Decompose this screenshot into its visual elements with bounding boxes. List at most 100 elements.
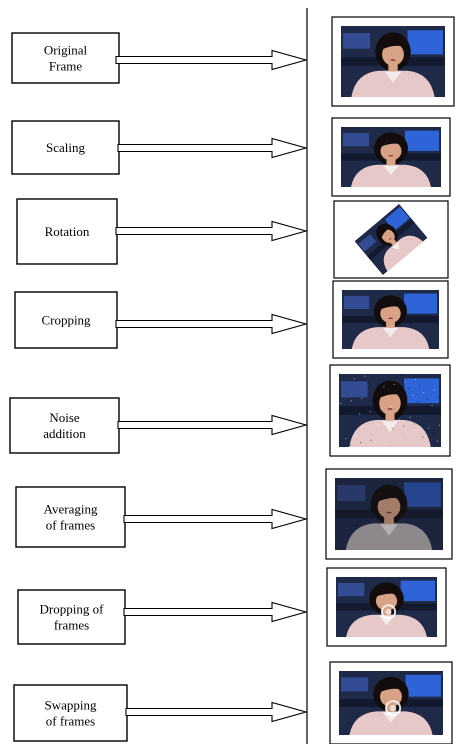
anchor-mouth bbox=[388, 155, 394, 157]
label-box bbox=[9, 397, 120, 454]
anchor-fringe bbox=[374, 590, 400, 598]
noise-speck bbox=[377, 424, 380, 426]
anchor-jacket bbox=[349, 419, 431, 447]
anchor-fringe bbox=[376, 494, 404, 503]
noise-speck bbox=[428, 427, 430, 429]
noise-speck bbox=[344, 409, 346, 411]
noise-speck bbox=[368, 382, 370, 384]
noise-speck bbox=[427, 398, 429, 400]
noise-speck bbox=[380, 408, 382, 410]
video-frame-thumbnail bbox=[341, 127, 441, 187]
video-frame-thumbnail bbox=[342, 290, 439, 349]
studio-panel bbox=[338, 583, 365, 597]
noise-speck bbox=[369, 410, 371, 413]
label-text: of frames bbox=[46, 714, 95, 729]
anchor-jacket bbox=[383, 235, 423, 272]
noise-speck bbox=[370, 439, 372, 441]
anchor-face bbox=[380, 304, 401, 324]
studio-screen bbox=[407, 30, 443, 55]
anchor-face bbox=[381, 229, 395, 243]
noise-speck bbox=[409, 416, 411, 418]
right-arrow-icon bbox=[125, 701, 309, 723]
anchor-collar bbox=[383, 165, 399, 175]
label-box bbox=[16, 198, 118, 265]
noise-speck bbox=[437, 396, 440, 398]
noise-speck bbox=[378, 379, 381, 381]
anchor-mouth bbox=[388, 317, 393, 320]
right-arrow-icon bbox=[117, 414, 309, 436]
video-frame-thumbnail bbox=[336, 577, 437, 637]
studio-panel bbox=[343, 133, 369, 147]
noise-speck bbox=[339, 374, 341, 376]
right-arrow-icon bbox=[115, 49, 309, 71]
anchor-collar bbox=[381, 420, 399, 433]
anchor-fringe bbox=[379, 140, 404, 148]
noise-speck bbox=[361, 397, 363, 399]
noise-speck bbox=[413, 423, 415, 425]
right-arrow-icon bbox=[123, 508, 309, 530]
video-frame-thumbnail bbox=[335, 478, 443, 550]
studio-panel bbox=[343, 33, 371, 49]
label-text: of frames bbox=[46, 518, 95, 533]
anchor-jacket bbox=[351, 327, 430, 349]
noise-speck bbox=[341, 431, 343, 433]
label-text: Cropping bbox=[41, 313, 91, 328]
right-arrow-icon bbox=[115, 220, 309, 242]
anchor-face bbox=[380, 141, 402, 161]
anchor-collar bbox=[382, 327, 399, 338]
noise-speck bbox=[432, 433, 434, 436]
noise-speck bbox=[412, 394, 414, 396]
right-arrow-icon bbox=[123, 601, 309, 623]
noise-speck bbox=[385, 443, 387, 445]
noise-speck bbox=[408, 387, 410, 390]
anchor-neck bbox=[384, 514, 394, 525]
noise-speck bbox=[414, 378, 416, 381]
studio-panel bbox=[337, 485, 366, 502]
studio-panel bbox=[343, 295, 370, 309]
label-box bbox=[17, 589, 126, 645]
noise-speck bbox=[358, 413, 361, 415]
noise-speck bbox=[403, 425, 405, 427]
noise-speck bbox=[390, 405, 392, 408]
noise-speck bbox=[397, 390, 400, 392]
noise-speck bbox=[404, 381, 406, 383]
label-box bbox=[15, 486, 126, 548]
anchor-jacket bbox=[351, 164, 431, 187]
anchor-neck bbox=[386, 319, 395, 328]
studio-panel bbox=[358, 234, 377, 252]
studio-screen bbox=[405, 674, 441, 697]
artifact-ring bbox=[385, 700, 402, 717]
noise-speck bbox=[383, 386, 385, 388]
noise-speck bbox=[438, 424, 441, 427]
video-frame-thumbnail bbox=[354, 204, 428, 275]
label-text: addition bbox=[43, 426, 86, 441]
noise-speck bbox=[354, 406, 356, 409]
video-frame-thumbnail bbox=[339, 671, 443, 735]
noise-speck bbox=[436, 440, 438, 442]
label-text: Scaling bbox=[46, 140, 85, 155]
anchor-collar bbox=[391, 241, 400, 250]
video-frame-thumbnail bbox=[341, 26, 445, 97]
noise-speck bbox=[350, 400, 352, 402]
anchor-mouth bbox=[387, 408, 393, 410]
anchor-jacket bbox=[349, 711, 433, 735]
noise-speck bbox=[353, 378, 355, 380]
noise-speck bbox=[365, 404, 367, 406]
noise-speck bbox=[433, 389, 435, 391]
noise-speck bbox=[423, 392, 425, 394]
anchor-neck bbox=[385, 410, 395, 421]
noise-speck bbox=[424, 420, 426, 422]
anchor-collar bbox=[384, 71, 402, 83]
studio-screen bbox=[404, 378, 439, 404]
noise-speck bbox=[375, 401, 378, 404]
noise-speck bbox=[355, 435, 358, 437]
noise-speck bbox=[416, 401, 419, 403]
averaging-overlay bbox=[335, 478, 443, 550]
noise-speck bbox=[431, 405, 433, 407]
label-text: frames bbox=[54, 618, 89, 633]
noise-speck bbox=[393, 383, 395, 386]
label-text: Swapping bbox=[45, 698, 98, 713]
